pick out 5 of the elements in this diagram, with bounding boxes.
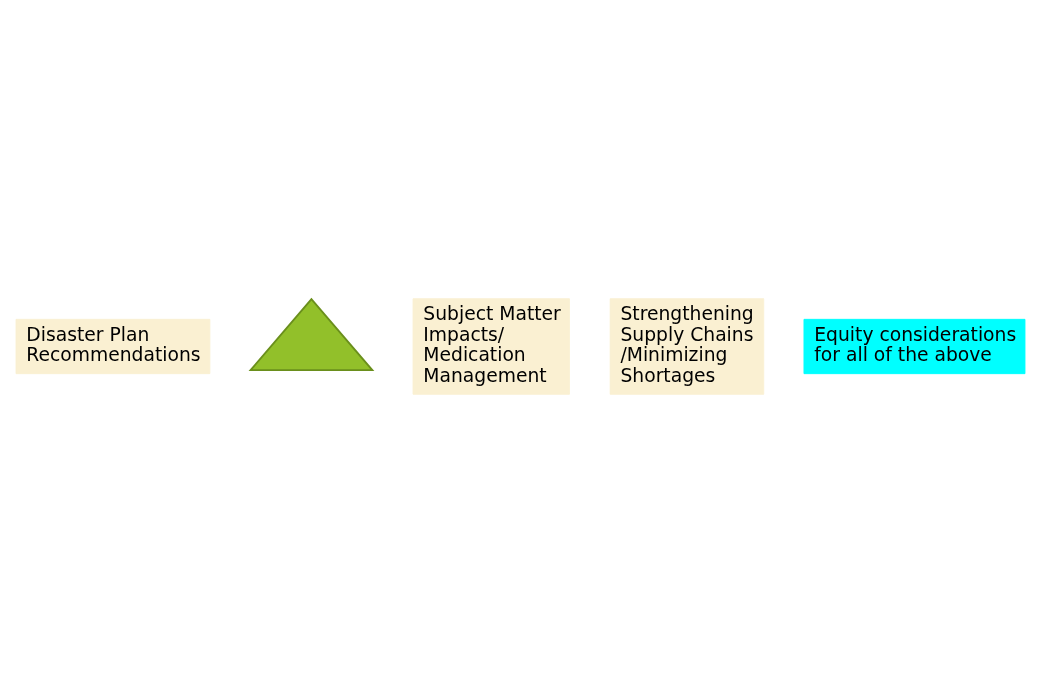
node-triangle — [248, 297, 375, 372]
node-box: Equity considerations for all of the above — [803, 318, 1026, 375]
node-box: Strengthening Supply Chains /Minimizing Shortages — [609, 298, 765, 395]
node-box: Subject Matter Impacts/ Medication Management — [412, 298, 570, 395]
node-box: Disaster Plan Recommendations — [15, 318, 211, 375]
